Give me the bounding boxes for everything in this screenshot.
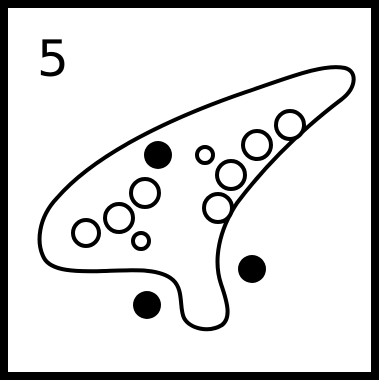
hole-8 xyxy=(243,131,271,159)
hole-1 xyxy=(73,220,99,246)
hole-3 xyxy=(131,179,159,207)
hole-5 xyxy=(197,147,213,163)
finger-holes xyxy=(73,111,304,249)
hole-6 xyxy=(217,161,245,189)
covered-holes xyxy=(133,141,266,319)
hole-11 xyxy=(238,255,266,283)
card-number: 5 xyxy=(37,34,69,84)
ocarina-body xyxy=(40,67,354,329)
hole-4 xyxy=(133,233,149,249)
hole-9 xyxy=(276,111,304,139)
hole-10 xyxy=(144,141,172,169)
hole-12 xyxy=(133,291,161,319)
hole-2 xyxy=(105,204,133,232)
hole-7 xyxy=(204,194,232,222)
